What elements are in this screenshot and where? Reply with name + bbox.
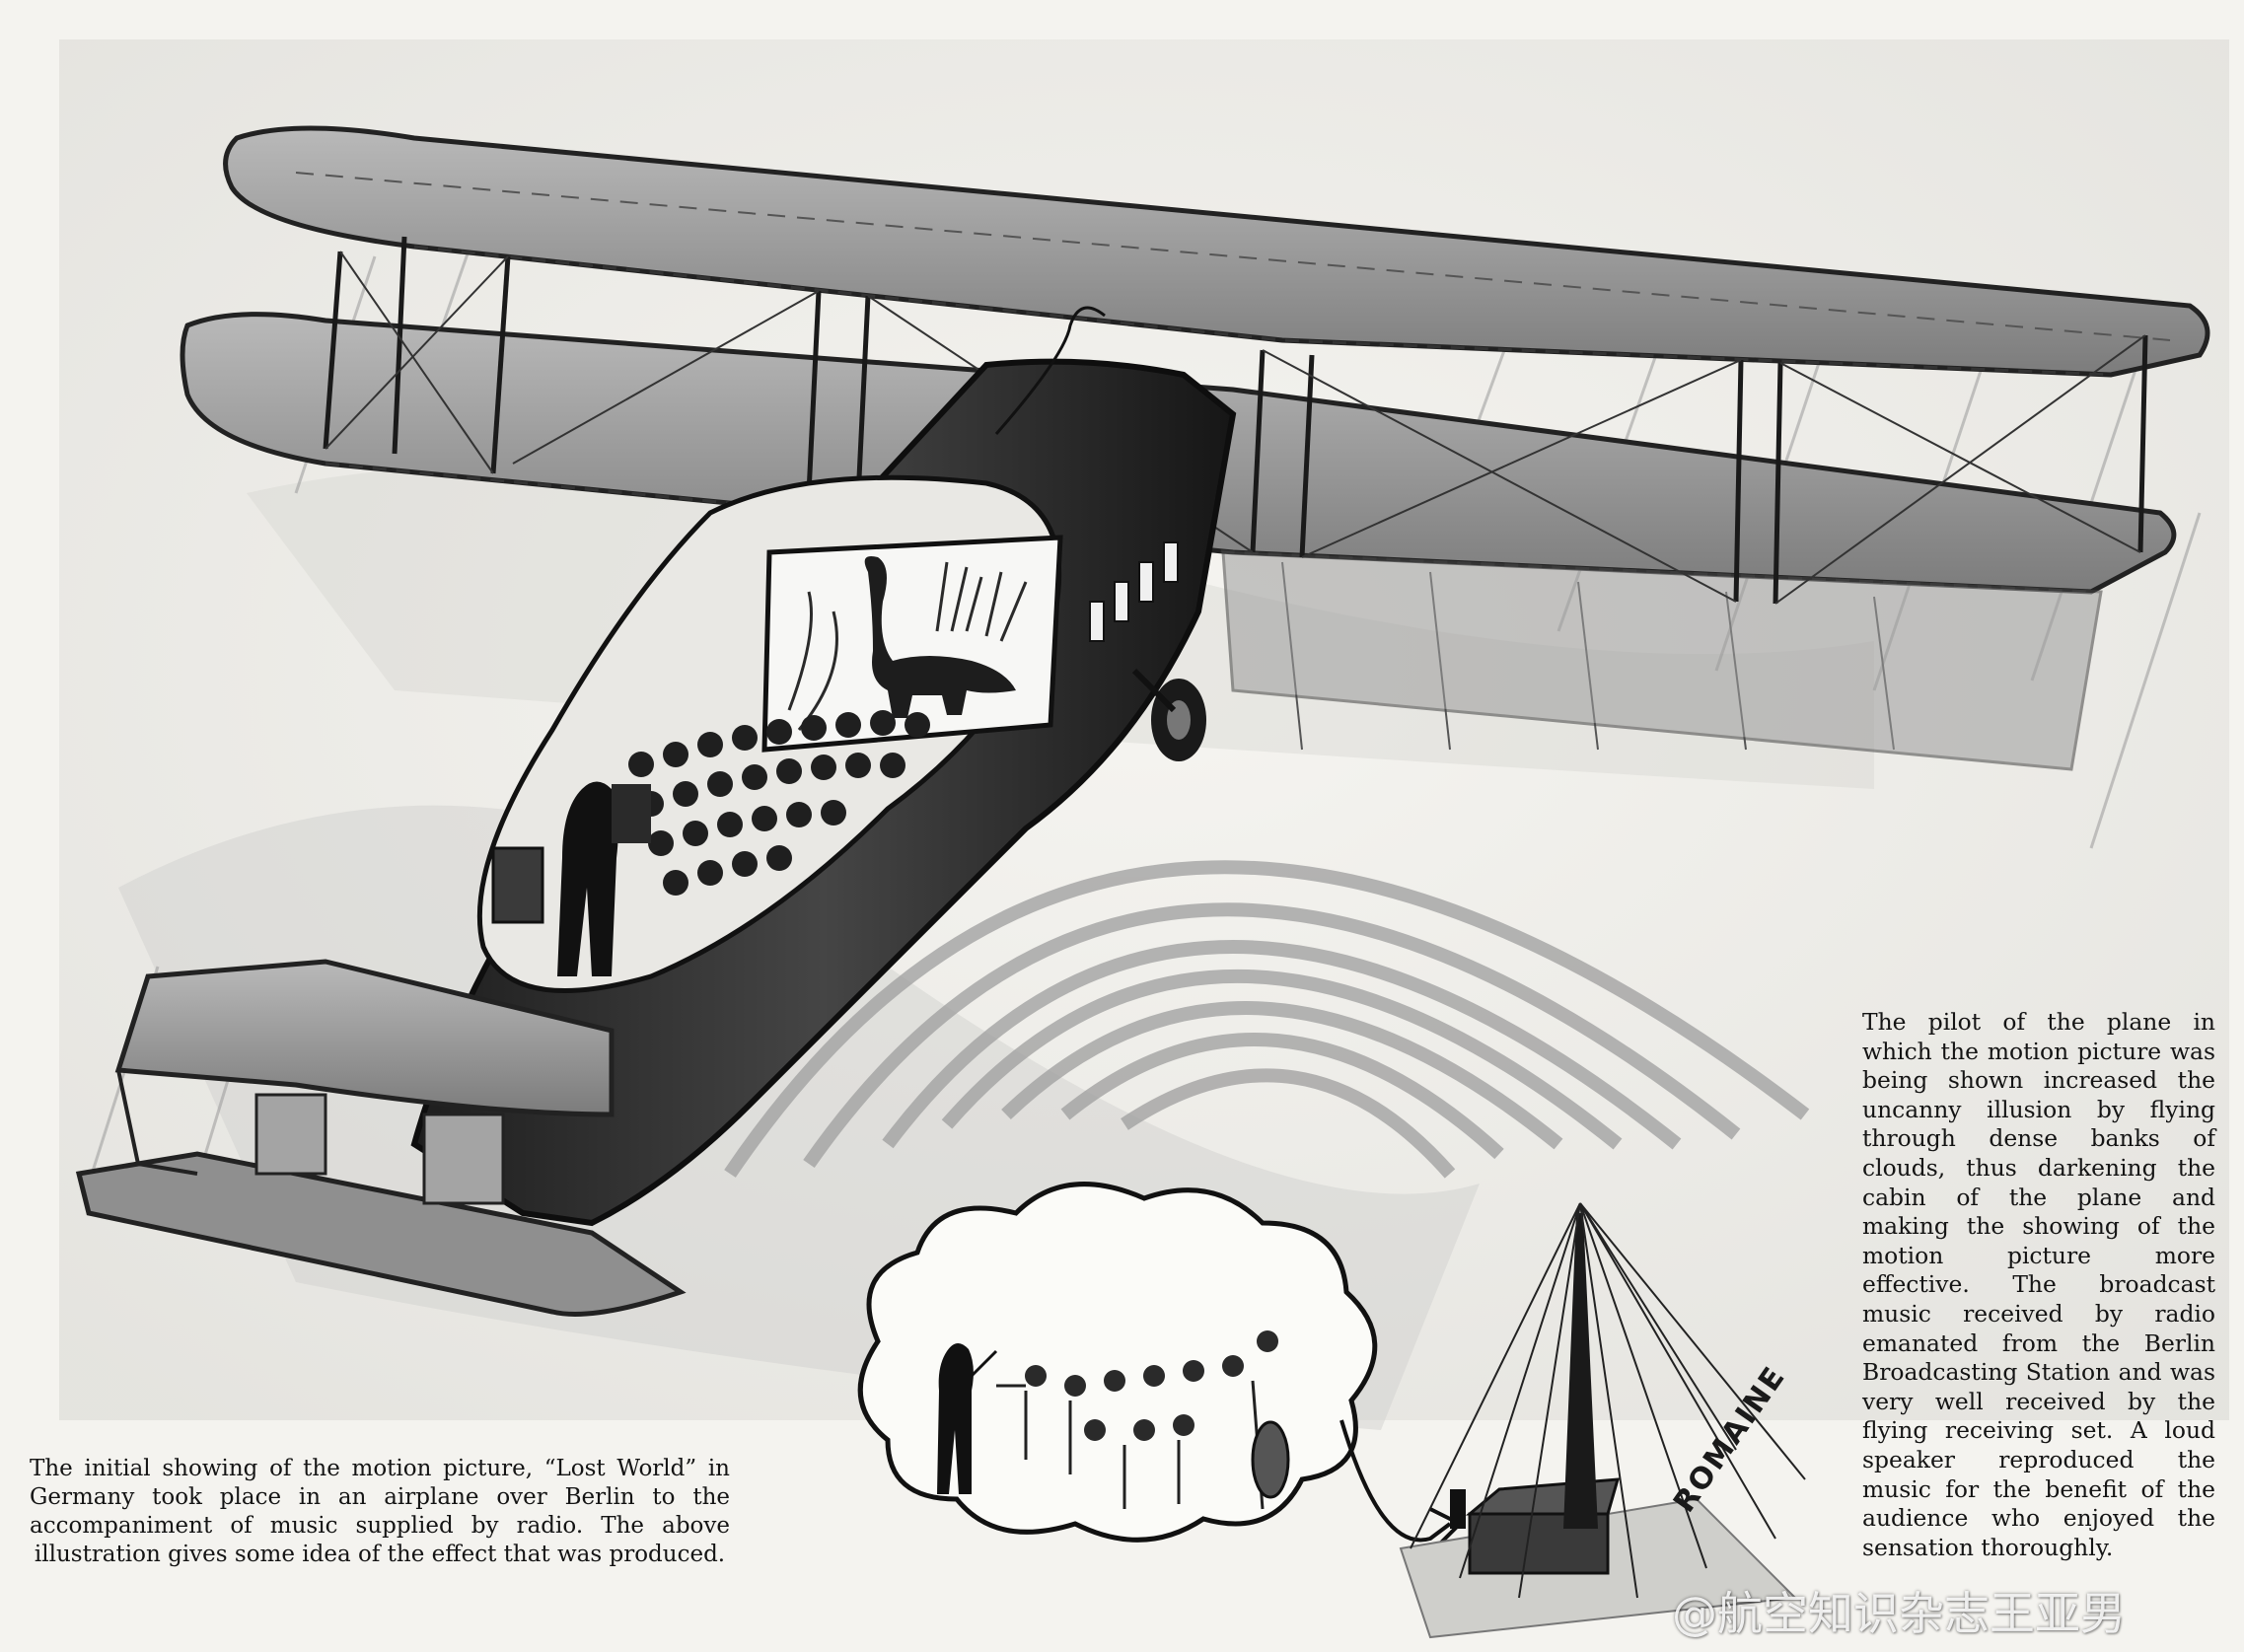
projector bbox=[612, 784, 651, 843]
dinosaur-figure bbox=[864, 556, 1016, 718]
upper-wing bbox=[223, 125, 2210, 378]
cloud-arrow bbox=[1339, 1419, 1452, 1543]
caption-right: The pilot of the plane in which the moti… bbox=[1862, 1008, 2215, 1561]
radio-tower bbox=[1410, 1202, 1806, 1599]
radio-receiver bbox=[491, 846, 544, 924]
caption-left: The initial showing of the motion pictur… bbox=[30, 1456, 730, 1567]
audience-seats bbox=[628, 710, 930, 896]
conductor-figure bbox=[937, 1342, 974, 1494]
movie-screen bbox=[761, 535, 1063, 753]
rigging-wires bbox=[325, 251, 2146, 605]
tail-assembly bbox=[75, 959, 687, 1317]
watermark: @航空知识杂志王亚男 bbox=[1672, 1587, 2126, 1640]
cabin-cutaway bbox=[476, 474, 1063, 993]
projector-operator bbox=[557, 781, 618, 976]
wing-struts bbox=[323, 236, 2148, 605]
orchestra-cloud bbox=[857, 1182, 1378, 1543]
radio-waves bbox=[724, 860, 1810, 1179]
antenna-wire bbox=[994, 306, 1106, 435]
